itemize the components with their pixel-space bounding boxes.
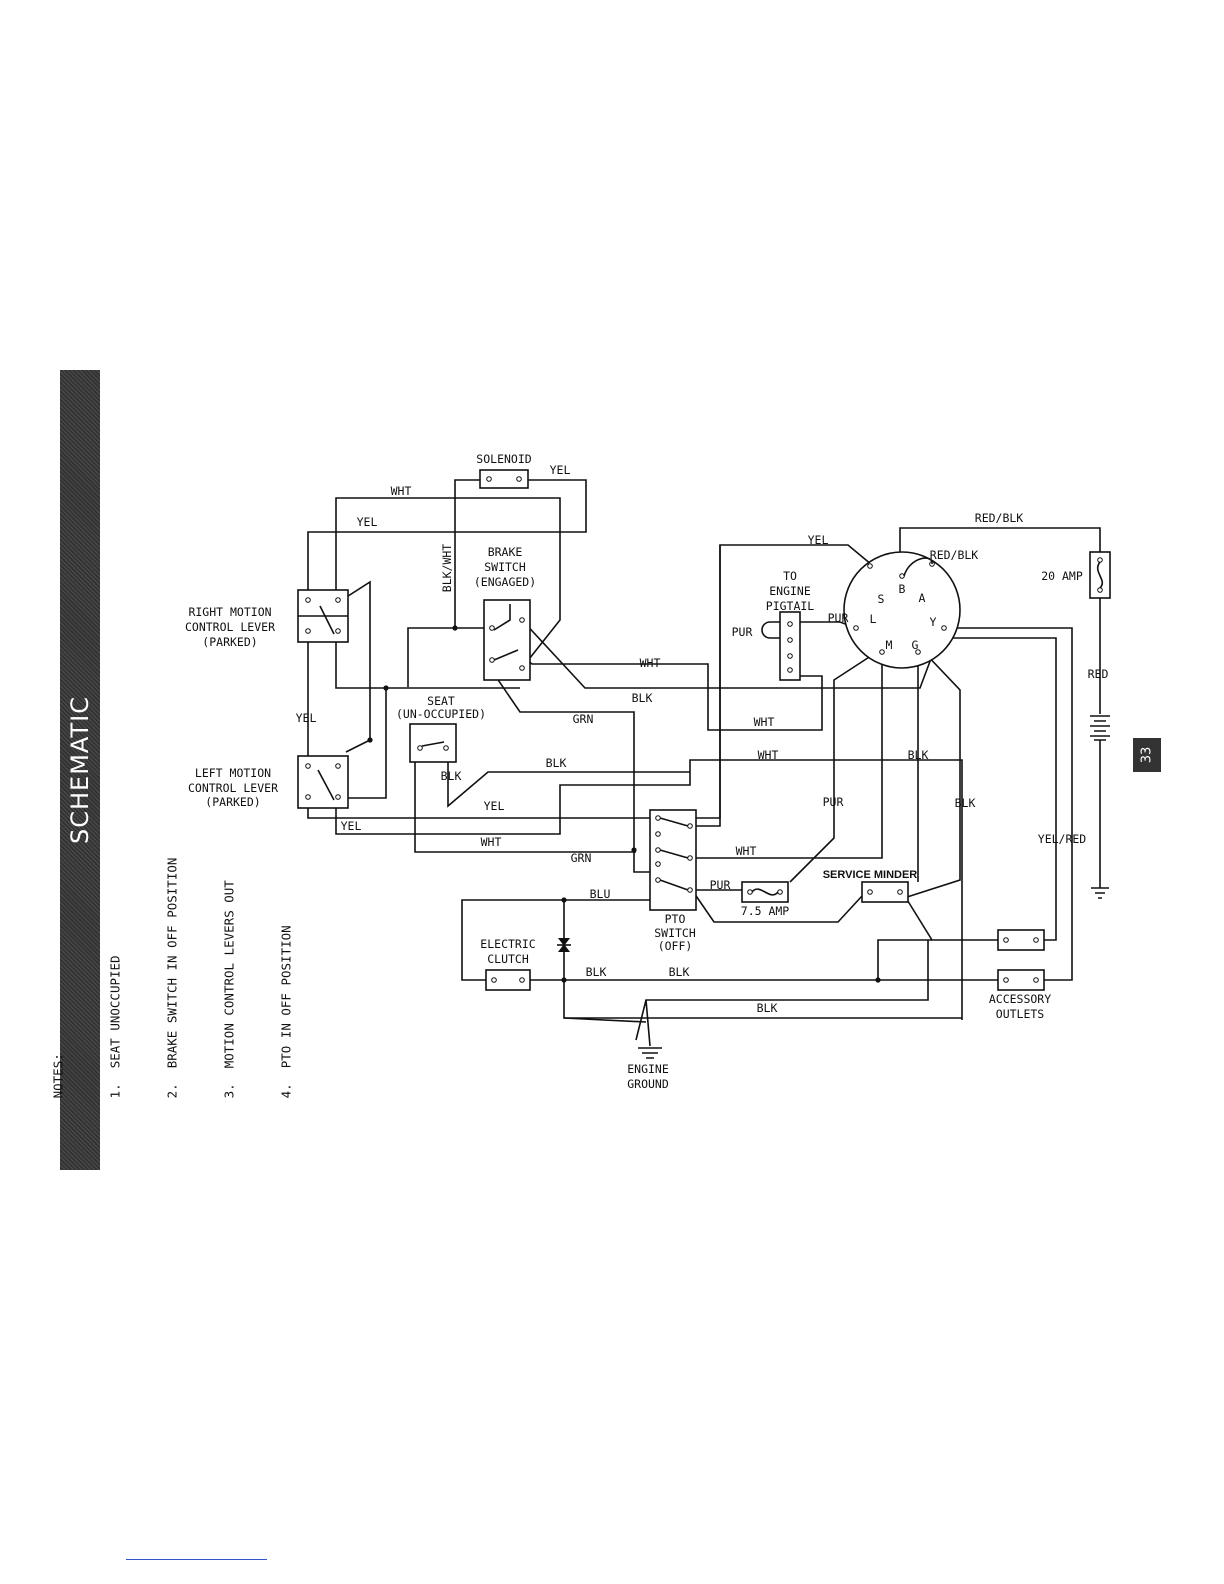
wires bbox=[307, 479, 1101, 1047]
ignition-terminal-m: M bbox=[886, 638, 893, 652]
wire-label: GRN bbox=[573, 712, 594, 726]
ignition-terminal-s: S bbox=[878, 592, 885, 606]
brake-switch-label: SWITCH bbox=[484, 560, 526, 574]
wire-label: YEL bbox=[484, 799, 505, 813]
wire-label: BLK bbox=[546, 756, 567, 770]
right-lever-label: RIGHT MOTION bbox=[188, 605, 271, 619]
wire-label: WHT bbox=[754, 715, 775, 729]
wire-label: BLK bbox=[908, 748, 929, 762]
wire-label: YEL bbox=[808, 533, 829, 547]
wire-label: WHT bbox=[640, 656, 661, 670]
left-lever-label: LEFT MOTION bbox=[195, 766, 271, 780]
brake-switch-label: BRAKE bbox=[488, 545, 523, 559]
left-lever-label: CONTROL LEVER bbox=[188, 781, 278, 795]
wire-label: BLU bbox=[590, 887, 611, 901]
ignition-terminal-y: Y bbox=[930, 615, 937, 629]
wire-label: BLK bbox=[441, 769, 462, 783]
wire-label: YEL bbox=[550, 463, 571, 477]
wire-label: PUR bbox=[828, 611, 849, 625]
seat-label: (UN-OCCUPIED) bbox=[396, 707, 486, 721]
wire-label: BLK bbox=[632, 691, 653, 705]
engine-pigtail-label: TO bbox=[783, 569, 797, 583]
wire-label: YEL bbox=[341, 819, 362, 833]
left-lever-label: (PARKED) bbox=[205, 795, 260, 809]
wire-label: WHT bbox=[736, 844, 757, 858]
wire-label: YEL bbox=[357, 515, 378, 529]
engine-ground-label: GROUND bbox=[627, 1077, 669, 1091]
chassis-ground-icon bbox=[1091, 887, 1109, 899]
pto-switch-label: SWITCH bbox=[654, 926, 696, 940]
wire-label: YEL bbox=[296, 711, 317, 725]
wire-label: BLK bbox=[669, 965, 690, 979]
wire-label: BLK/WHT bbox=[440, 544, 454, 593]
ignition-terminal-g: G bbox=[912, 638, 919, 652]
ignition-switch bbox=[843, 551, 961, 669]
fuse-20-amp bbox=[1089, 551, 1111, 599]
wire-label: PUR bbox=[710, 878, 731, 892]
accessory-outlet-upper bbox=[997, 929, 1045, 951]
ignition-terminal-l: L bbox=[870, 612, 877, 626]
engine-ground-label: ENGINE bbox=[627, 1062, 669, 1076]
seat-label: SEAT bbox=[427, 694, 455, 708]
pto-switch bbox=[649, 809, 697, 911]
service-minder-label: SERVICE MINDER bbox=[823, 869, 918, 881]
footer-rule bbox=[126, 1559, 267, 1560]
service-minder bbox=[861, 881, 909, 903]
engine-ground-icon bbox=[638, 1047, 662, 1059]
wire-label: WHT bbox=[391, 484, 412, 498]
brake-switch-label: (ENGAGED) bbox=[474, 575, 536, 589]
seat-switch bbox=[409, 723, 457, 763]
electric-clutch bbox=[485, 969, 531, 991]
wire-label: GRN bbox=[571, 851, 592, 865]
engine-pigtail-label: PIGTAIL bbox=[766, 599, 815, 613]
right-lever-switch bbox=[297, 589, 349, 643]
fuse-20-label: 20 AMP bbox=[1041, 569, 1083, 583]
accessory-outlets-label: OUTLETS bbox=[996, 1007, 1045, 1021]
pto-switch-label: PTO bbox=[665, 912, 686, 926]
wire-label: PUR bbox=[732, 625, 753, 639]
wire-label: RED bbox=[1088, 667, 1109, 681]
fuse-7-5-amp bbox=[741, 881, 789, 903]
electric-clutch-label: ELECTRIC bbox=[480, 937, 535, 951]
wire-label: RED/BLK bbox=[930, 548, 979, 562]
right-lever-label: (PARKED) bbox=[202, 635, 257, 649]
wire-label: WHT bbox=[758, 748, 779, 762]
battery-icon bbox=[1090, 715, 1110, 741]
wire-label: WHT bbox=[481, 835, 502, 849]
electric-clutch-label: CLUTCH bbox=[487, 952, 529, 966]
wire-label: PUR bbox=[823, 795, 844, 809]
engine-pigtail-label: ENGINE bbox=[769, 584, 811, 598]
wire-label: BLK bbox=[955, 796, 976, 810]
diode-icon bbox=[557, 938, 571, 952]
ignition-terminal-b: B bbox=[899, 582, 906, 596]
ignition-terminal-a: A bbox=[919, 591, 926, 605]
accessory-outlet-lower bbox=[997, 969, 1045, 991]
sidebar-band bbox=[60, 370, 100, 1170]
right-lever-label: CONTROL LEVER bbox=[185, 620, 275, 634]
solenoid bbox=[479, 469, 529, 489]
accessory-outlets-label: ACCESSORY bbox=[989, 992, 1051, 1006]
pto-switch-label: (OFF) bbox=[658, 939, 693, 953]
junction-dots bbox=[367, 625, 881, 983]
wire-label: BLK bbox=[757, 1001, 778, 1015]
left-lever-switch bbox=[297, 755, 349, 809]
page-tab bbox=[1133, 738, 1161, 772]
solenoid-label: SOLENOID bbox=[476, 452, 531, 466]
brake-switch bbox=[483, 599, 531, 681]
wire-label: RED/BLK bbox=[975, 511, 1024, 525]
engine-pigtail-connector bbox=[779, 611, 801, 681]
wire-label: BLK bbox=[586, 965, 607, 979]
fuse-7-5-label: 7.5 AMP bbox=[741, 904, 790, 918]
wire-label: YEL/RED bbox=[1038, 832, 1087, 846]
